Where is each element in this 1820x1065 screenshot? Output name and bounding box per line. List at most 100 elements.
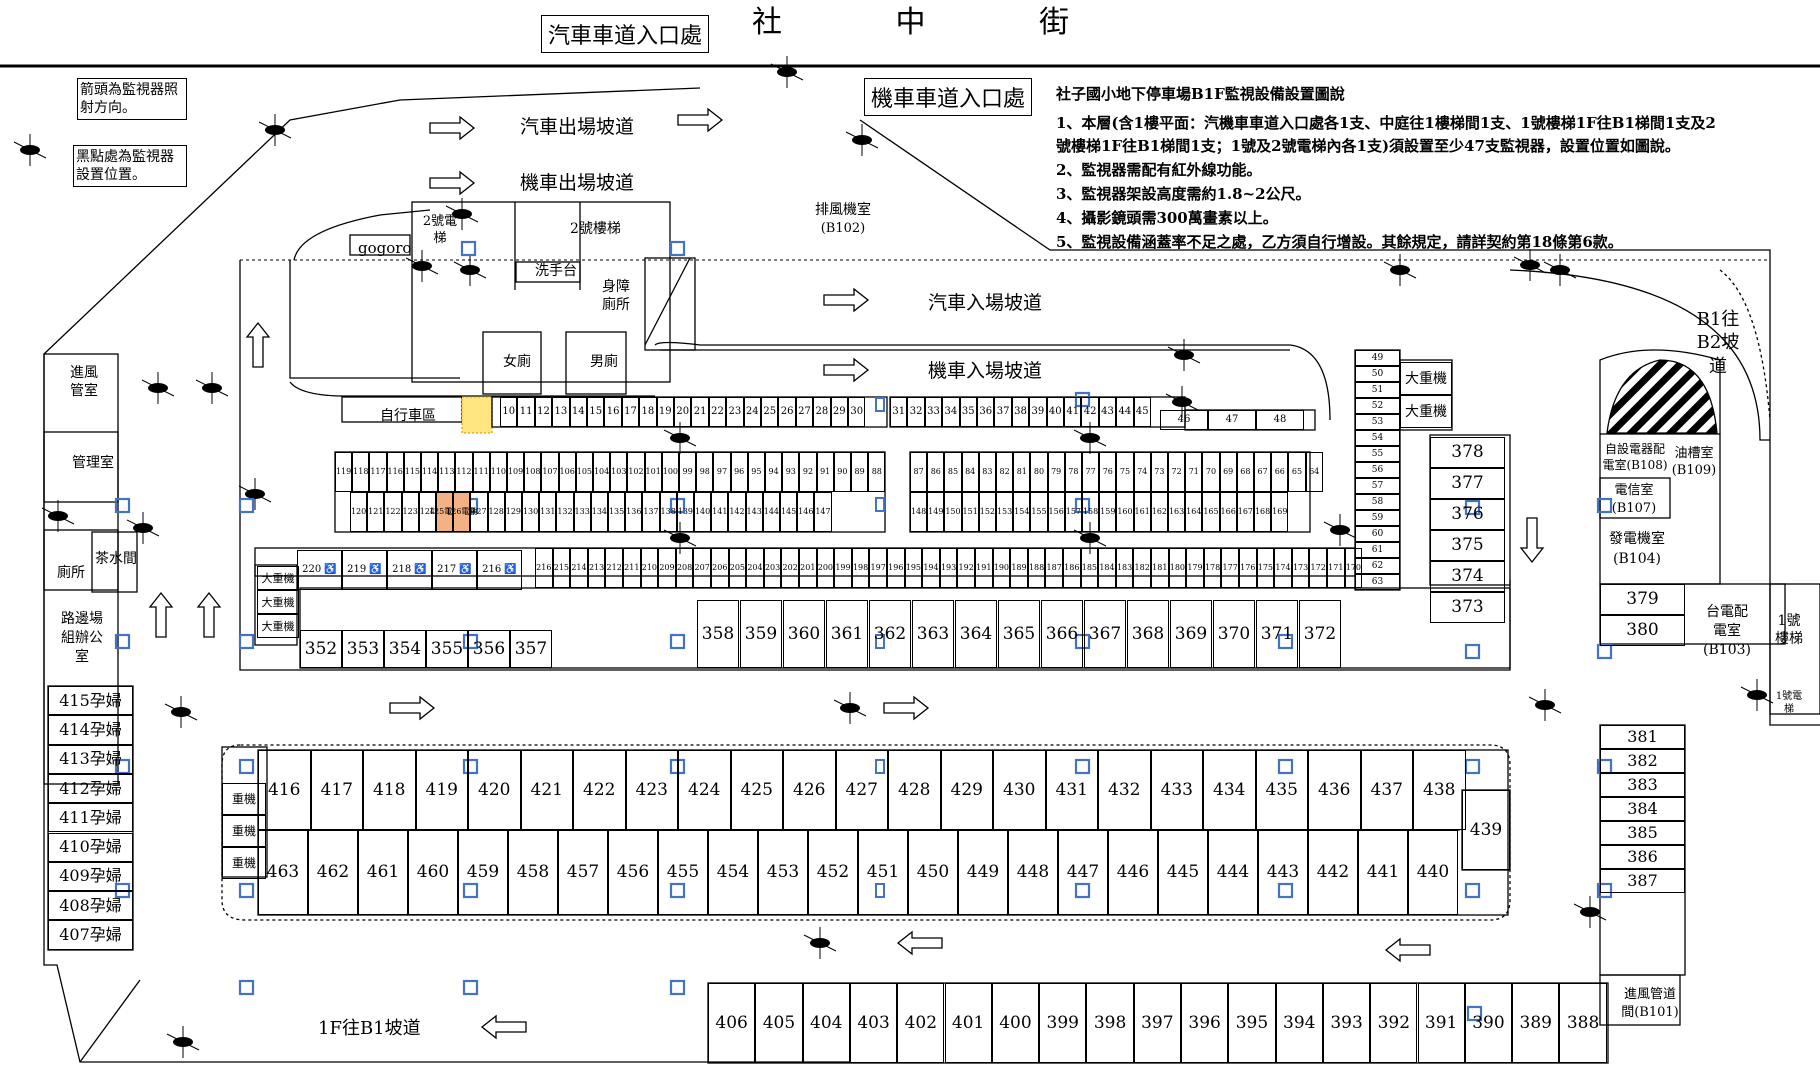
car-space: 438 — [1413, 750, 1466, 830]
camera-icon — [1323, 514, 1357, 546]
moto-space: 68 — [1236, 452, 1254, 492]
moto-space: 179 — [1186, 548, 1204, 588]
moto-space: 37 — [994, 397, 1012, 427]
moto-space: 26 — [778, 397, 796, 427]
moto-space: 108 — [524, 452, 542, 492]
moto-space: 92 — [799, 452, 817, 492]
moto-space: 215 — [552, 548, 571, 588]
maternity-parking-space: 413孕婦 — [48, 744, 133, 774]
moto-space: 84 — [961, 452, 979, 492]
car-space: 442 — [1308, 830, 1358, 915]
camera-icon — [803, 927, 837, 959]
moto-space: 203 — [763, 548, 782, 588]
moto-space: 65 — [1288, 452, 1306, 492]
up-arrow-icon — [245, 321, 271, 368]
moto-space: 211 — [623, 548, 641, 588]
car-space: 419 — [415, 750, 468, 830]
moto-space: 131 — [539, 492, 557, 532]
car-space: 401 — [944, 983, 992, 1063]
car-space: 457 — [558, 830, 608, 915]
car-space: 360 — [783, 600, 825, 668]
accessible-moto-space: 216 ♿ — [477, 550, 522, 590]
note-1a: 1、本層(含1樓平面：汽機車車道入口處各1支、中庭往1樓梯間1支、1號樓梯1F往… — [1056, 114, 1716, 132]
moto-space: 126電動 — [446, 492, 477, 532]
moto-space: 210 — [640, 548, 659, 588]
car-space: 439 — [1462, 790, 1510, 870]
car-space: 387 — [1600, 869, 1685, 893]
moto-space: 18 — [639, 397, 657, 427]
car-space: 358 — [697, 600, 739, 668]
stair-1: 1號樓梯 — [1775, 613, 1803, 648]
moto-space: 54 — [1355, 430, 1400, 446]
camera-position-marker — [669, 240, 686, 257]
maternity-parking-space: 409孕婦 — [48, 861, 133, 892]
gogoro-area: gogoro — [358, 239, 412, 257]
car-space: 354 — [384, 630, 426, 668]
camera-icon — [1165, 386, 1199, 418]
moto-space: 105 — [575, 452, 593, 492]
moto-space: 120 — [350, 492, 368, 532]
camera-position-marker — [462, 758, 479, 775]
car-space: 461 — [358, 830, 408, 915]
moto-space: 140 — [694, 492, 712, 532]
moto-space: 109 — [507, 452, 525, 492]
moto-space: 45 — [1133, 397, 1151, 427]
car-space: 450 — [908, 830, 958, 915]
moto-space: 70 — [1202, 452, 1220, 492]
camera-icon — [663, 422, 697, 454]
moto-space: 73 — [1150, 452, 1168, 492]
moto-space: 146 — [797, 492, 815, 532]
moto-space: 19 — [656, 397, 674, 427]
car-space: 375 — [1430, 530, 1505, 561]
direction-arrow-icon — [677, 107, 724, 133]
moto-space: 119 — [335, 452, 353, 492]
moto-space: 202 — [781, 548, 799, 588]
car-space: 405 — [755, 983, 803, 1063]
moto-space: 78 — [1064, 452, 1082, 492]
moto-space: 16 — [604, 397, 622, 427]
moto-space: 187 — [1045, 548, 1063, 588]
maternity-parking-space: 411孕婦 — [48, 803, 133, 833]
camera-position-marker — [114, 633, 131, 650]
management-office: 管理室 — [72, 455, 114, 471]
camera-position-marker — [1596, 497, 1613, 514]
heavy-moto-space: 重機 — [222, 783, 266, 815]
moto-space: 201 — [799, 548, 817, 588]
moto-space: 159 — [1099, 492, 1117, 532]
moto-space: 10 — [500, 397, 518, 427]
moto-space: 209 — [658, 548, 676, 588]
big-moto-space: 大重機 — [257, 566, 299, 590]
moto-space: 186 — [1063, 548, 1081, 588]
legend-arrow-note: 箭頭為監視器照射方向。 — [77, 78, 187, 121]
car-space: 388 — [1559, 983, 1607, 1063]
moto-space: 198 — [851, 548, 870, 588]
moto-space: 93 — [782, 452, 800, 492]
moto-space: 184 — [1098, 548, 1116, 588]
elevator-2: 2號電梯 — [422, 214, 458, 246]
moto-space: 133 — [573, 492, 591, 532]
car-space: 432 — [1098, 750, 1151, 830]
moto-space: 46 — [1160, 410, 1208, 430]
moto-entrance-label: 機車車道入口處 — [864, 78, 1033, 116]
direction-arrow-icon — [883, 695, 930, 721]
car-space: 361 — [826, 600, 868, 668]
camera-icon — [770, 56, 804, 88]
camera-position-marker — [238, 497, 255, 514]
camera-icon — [1383, 254, 1417, 286]
camera-position-marker — [1466, 1005, 1483, 1022]
moto-space: 71 — [1185, 452, 1203, 492]
moto-space: 204 — [746, 548, 764, 588]
moto-space: 90 — [833, 452, 851, 492]
moto-space: 79 — [1047, 452, 1065, 492]
moto-space: 80 — [1030, 452, 1048, 492]
moto-space: 135 — [608, 492, 626, 532]
camera-icon — [126, 512, 160, 544]
moto-space: 88 — [868, 452, 886, 492]
moto-space: 99 — [679, 452, 697, 492]
accessible-moto-space: 217 ♿ — [432, 550, 477, 590]
camera-icon — [845, 124, 879, 156]
heavy-moto-space: 重機 — [222, 815, 266, 847]
car-space: 398 — [1086, 983, 1134, 1063]
car-space: 397 — [1133, 983, 1181, 1063]
